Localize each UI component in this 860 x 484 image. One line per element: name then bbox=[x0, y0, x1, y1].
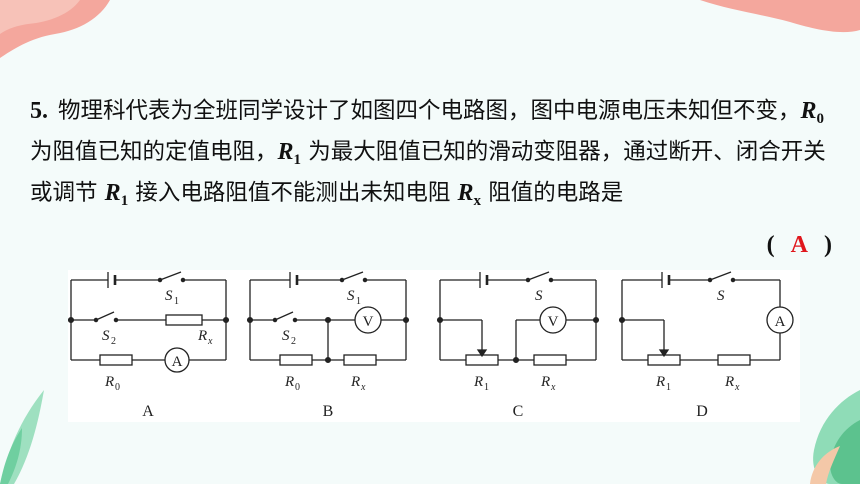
circuit-d: A S R 1 R x D bbox=[618, 271, 794, 420]
r0-subscript: 0 bbox=[816, 111, 825, 127]
switch-s2-sub: 2 bbox=[291, 336, 296, 347]
r1-subscript-second: 1 bbox=[120, 193, 129, 209]
rheostat-slider-arrow-icon bbox=[658, 349, 670, 358]
answer-choice: A bbox=[790, 232, 808, 258]
meter-label-b: V bbox=[363, 314, 374, 330]
switch-s1-sub: 1 bbox=[174, 296, 179, 307]
switch-s-icon bbox=[525, 271, 554, 283]
resistor-r0-label: R bbox=[284, 374, 294, 390]
switch-s-icon bbox=[707, 271, 736, 283]
resistor-rx-sub: x bbox=[360, 382, 366, 393]
rheostat-r1-sub: 1 bbox=[666, 382, 671, 393]
ammeter-icon bbox=[164, 347, 190, 373]
resistor-rx-label: R bbox=[724, 374, 734, 390]
junction-dot bbox=[618, 316, 626, 324]
wires-c bbox=[439, 279, 597, 361]
r0-variable: R bbox=[800, 98, 817, 124]
r1-variable-second: R bbox=[104, 180, 121, 206]
wires-d bbox=[621, 279, 781, 361]
switch-s2-icon bbox=[93, 311, 119, 323]
left-bottom-leaf-decoration bbox=[0, 390, 44, 484]
resistor-rx-icon bbox=[343, 354, 377, 366]
question-number: 5. bbox=[30, 98, 48, 124]
battery-icon bbox=[479, 272, 489, 288]
junction-dot bbox=[324, 356, 332, 364]
meter-label-a: A bbox=[172, 354, 183, 370]
junction-dot bbox=[67, 316, 75, 324]
rheostat-r1-label: R bbox=[655, 374, 665, 390]
rheostat-slider-arrow-icon bbox=[476, 349, 488, 358]
switch-s1-sub: 1 bbox=[356, 296, 361, 307]
resistor-r0-sub: 0 bbox=[115, 382, 120, 393]
resistor-rx-sub: x bbox=[734, 382, 740, 393]
switch-s1-icon bbox=[339, 271, 368, 283]
question-text-part-5: 阻值的电路是 bbox=[488, 180, 624, 206]
question-text-part-1: 物理科代表为全班同学设计了如图四个电路图，图中电源电压未知但不变， bbox=[58, 98, 801, 124]
circuit-a: A S 1 S 2 R x R 0 A bbox=[67, 271, 230, 420]
question-text-part-2: 为阻值已知的定值电阻， bbox=[30, 139, 278, 165]
junction-dot bbox=[592, 316, 600, 324]
junction-dot bbox=[246, 316, 254, 324]
switch-s2-icon bbox=[272, 311, 298, 323]
switch-s1-label: S bbox=[165, 288, 173, 304]
resistor-rx-label: R bbox=[350, 374, 360, 390]
meter-label-d: A bbox=[775, 314, 786, 330]
junction-dot bbox=[402, 316, 410, 324]
bottom-right-leaf-decoration bbox=[810, 390, 860, 484]
bracket-open: ( bbox=[766, 232, 775, 258]
question-text-part-3: 为最大阻值已知的滑动变阻器，通过断开、闭合开关或调节 bbox=[30, 139, 826, 206]
voltmeter-icon bbox=[539, 306, 567, 334]
question-text: 5.物理科代表为全班同学设计了如图四个电路图，图中电源电压未知但不变，R0 为阻… bbox=[30, 92, 830, 215]
switch-s2-label: S bbox=[282, 328, 290, 344]
voltmeter-icon bbox=[354, 306, 382, 334]
resistor-r0-icon bbox=[99, 354, 133, 366]
ammeter-icon bbox=[766, 306, 794, 334]
switch-s2-sub: 2 bbox=[111, 336, 116, 347]
resistor-r0-label: R bbox=[104, 374, 114, 390]
switch-s2-label: S bbox=[102, 328, 110, 344]
rheostat-r1-sub: 1 bbox=[484, 382, 489, 393]
resistor-rx-icon bbox=[533, 354, 567, 366]
r1-subscript: 1 bbox=[293, 152, 302, 168]
resistor-rx-sub: x bbox=[550, 382, 556, 393]
junction-dot bbox=[222, 316, 230, 324]
battery-icon bbox=[107, 272, 117, 288]
switch-s-label: S bbox=[535, 288, 543, 304]
resistor-rx-label: R bbox=[540, 374, 550, 390]
circuit-c: V S R 1 R x C bbox=[436, 271, 600, 420]
resistor-r0-icon bbox=[279, 354, 313, 366]
circuit-diagrams-figure: A S 1 S 2 R x R 0 A bbox=[67, 270, 800, 422]
resistor-rx-label: R bbox=[197, 328, 207, 344]
rx-variable: R bbox=[457, 180, 474, 206]
resistor-r0-sub: 0 bbox=[295, 382, 300, 393]
junction-dot bbox=[512, 356, 520, 364]
wires-b bbox=[249, 279, 407, 361]
resistor-rx-sub: x bbox=[207, 336, 213, 347]
top-left-coral-blob bbox=[0, 0, 110, 58]
resistor-rx-icon bbox=[165, 314, 203, 326]
switch-s-label: S bbox=[717, 288, 725, 304]
caption-c: C bbox=[513, 403, 524, 420]
resistor-rx-icon bbox=[717, 354, 751, 366]
question-text-part-4: 接入电路阻值不能测出未知电阻 bbox=[135, 180, 451, 206]
caption-d: D bbox=[696, 403, 708, 420]
switch-s1-label: S bbox=[347, 288, 355, 304]
answer-bracket: ( A) bbox=[767, 232, 832, 259]
meter-label-c: V bbox=[548, 314, 559, 330]
top-right-coral-blob bbox=[700, 0, 860, 33]
battery-icon bbox=[661, 272, 671, 288]
junction-dot bbox=[324, 316, 332, 324]
r1-variable: R bbox=[277, 139, 294, 165]
caption-b: B bbox=[323, 403, 334, 420]
battery-icon bbox=[289, 272, 299, 288]
circuit-b: V S 1 S 2 R 0 R x B bbox=[246, 271, 410, 420]
junction-dot bbox=[436, 316, 444, 324]
rheostat-r1-label: R bbox=[473, 374, 483, 390]
caption-a: A bbox=[142, 403, 154, 420]
rx-subscript: x bbox=[473, 193, 482, 209]
bracket-close: ) bbox=[824, 232, 832, 258]
switch-s1-icon bbox=[157, 271, 186, 283]
